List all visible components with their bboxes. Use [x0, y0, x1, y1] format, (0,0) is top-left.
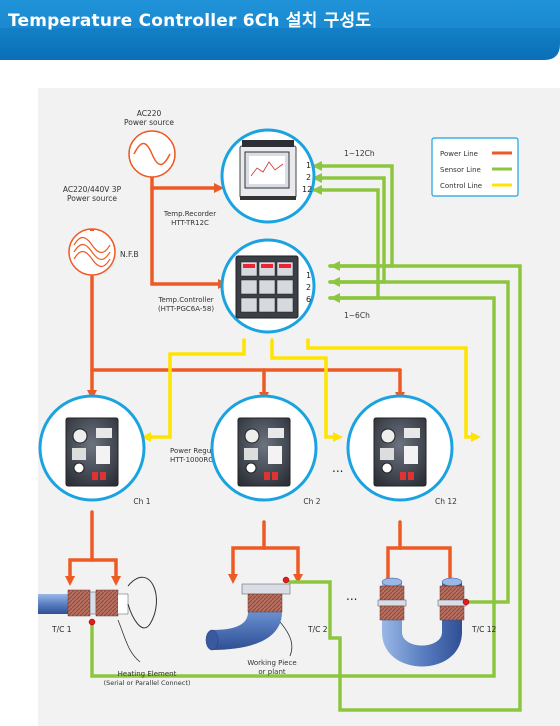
working-piece-note: or plant [258, 668, 286, 676]
power-regulator-ch12: Ch 12 [346, 394, 457, 506]
controller-model: (HTT-PGC6A-58) [158, 305, 214, 313]
controller-ch-2: 2 [306, 283, 311, 292]
recorder-ch-12: 12 [302, 185, 312, 194]
working-piece-label: Working Piece [247, 659, 296, 667]
tc-label-12: T/C 12 [471, 625, 497, 634]
controller-range: 1~6Ch [344, 311, 370, 320]
temp-controller: 1 2 6 Temp.Controller (HTT-PGC6A-58) 1~6… [157, 238, 370, 334]
ac220-label: AC220 [137, 109, 162, 118]
power-regulator-ch1: Ch 1 [38, 394, 151, 506]
channel-label-12: Ch 12 [435, 497, 457, 506]
ellipsis-pipes: ... [346, 589, 357, 603]
heating-element-label: Heating Element [118, 670, 177, 678]
header-banner-shape [0, 0, 560, 60]
recorder-ch-1: 1 [306, 161, 311, 170]
controller-ch-6: 6 [306, 295, 311, 304]
power-regulator-ch2: Ch 2 [210, 394, 321, 506]
legend-control-label: Control Line [440, 182, 482, 190]
control-arrowheads [141, 432, 481, 442]
sensor-lines [90, 164, 522, 712]
recorder-model: HTT-TR12C [171, 219, 209, 227]
legend-power-label: Power Line [440, 150, 478, 158]
ac220-sublabel: Power source [124, 118, 174, 127]
tc-label-1: T/C 1 [51, 625, 72, 634]
ac3p-sublabel: Power source [67, 194, 117, 203]
heating-section-1: T/C 1 Heating Element (Serial or Paralle… [38, 576, 191, 687]
header-banner: Temperature Controller 6Ch 설치 구성도 [0, 0, 560, 60]
channel-label-2: Ch 2 [303, 497, 320, 506]
legend: Power Line Sensor Line Control Line [431, 137, 519, 197]
tc-label-2: T/C 2 [307, 625, 328, 634]
ac220-source: AC220 Power source [124, 109, 176, 178]
ac3p-source: AC220/440V 3P Power source N.F.B [63, 185, 139, 276]
regulator-model: HTT-1000RG [170, 456, 214, 464]
channel-label-1: Ch 1 [133, 497, 150, 506]
legend-sensor-label: Sensor Line [440, 166, 481, 174]
sensor-arrowheads [312, 161, 340, 303]
temp-recorder: 1 2 12 Temp.Recorder HTT-TR12C 1~12Ch [163, 128, 375, 227]
regulator-label: Power Regulator [170, 447, 227, 455]
controller-label: Temp.Controller [157, 296, 213, 304]
recorder-ch-2: 2 [306, 173, 311, 182]
heating-section-12: T/C 12 [377, 577, 497, 667]
ellipsis-regulators: ... [332, 461, 343, 475]
control-lines [148, 338, 476, 439]
recorder-label: Temp.Recorder [163, 210, 216, 218]
page-title: Temperature Controller 6Ch 설치 구성도 [8, 11, 372, 31]
heating-section-2: T/C 2 Working Piece or plant [205, 576, 328, 676]
nfb-label: N.F.B [120, 250, 139, 259]
ac3p-label: AC220/440V 3P [63, 185, 122, 194]
heating-element-note: (Serial or Parallel Connect) [104, 679, 191, 687]
power-lines [68, 176, 452, 588]
controller-ch-1: 1 [306, 271, 311, 280]
recorder-range: 1~12Ch [344, 149, 375, 158]
